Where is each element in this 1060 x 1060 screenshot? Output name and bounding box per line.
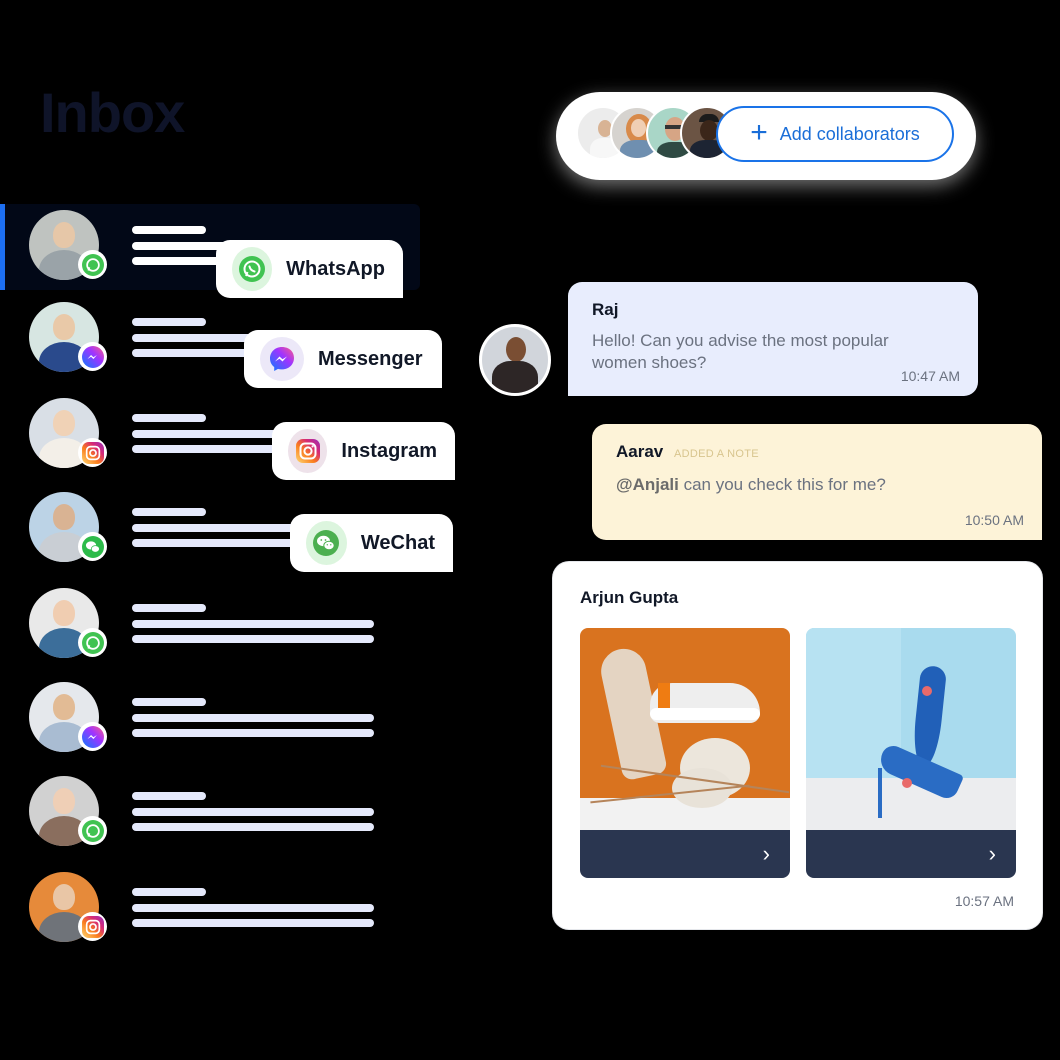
note-tag: ADDED A NOTE: [674, 448, 759, 460]
messenger-badge-icon: [78, 342, 107, 371]
wechat-icon: [306, 521, 347, 565]
whatsapp-badge-icon: [78, 250, 107, 279]
message-time: 10:50 AM: [964, 512, 1024, 528]
plus-icon: +: [750, 115, 768, 149]
product-open-button[interactable]: ›: [806, 830, 1016, 878]
note-header: Aarav ADDED A NOTE: [616, 442, 1018, 462]
product-image-sneakers: [580, 628, 790, 830]
conversation-row[interactable]: [0, 866, 420, 952]
whatsapp-icon: [232, 247, 273, 291]
inbox-title: Inbox: [40, 81, 185, 144]
raj-avatar[interactable]: [479, 324, 551, 396]
instagram-badge-icon: [78, 438, 107, 467]
chevron-right-icon: ›: [762, 841, 770, 866]
instagram-icon: [288, 429, 328, 473]
whatsapp-badge-icon: [78, 628, 107, 657]
product-open-button[interactable]: ›: [580, 830, 790, 878]
add-collaborators-label: Add collaborators: [779, 123, 920, 144]
messenger-badge-icon: [78, 722, 107, 751]
message-bubble-raj: Raj Hello! Can you advise the most popul…: [568, 282, 978, 396]
product-image-heels: [806, 628, 1016, 830]
contact-avatar: [29, 682, 99, 752]
message-time: 10:47 AM: [900, 368, 960, 384]
product-card-heels[interactable]: ›: [806, 628, 1016, 878]
note-bubble-aarav: Aarav ADDED A NOTE @Anjali can you check…: [592, 424, 1042, 540]
conversation-row[interactable]: [0, 582, 420, 668]
product-card-sneakers[interactable]: ›: [580, 628, 790, 878]
conversation-row[interactable]: [0, 770, 420, 856]
channel-chip-instagram[interactable]: Instagram: [272, 422, 455, 480]
chip-label: Messenger: [318, 347, 423, 370]
chip-label: WhatsApp: [286, 257, 385, 280]
chip-label: WeChat: [360, 531, 435, 554]
message-sender: Arjun Gupta: [580, 588, 679, 607]
chevron-right-icon: ›: [988, 841, 996, 866]
channel-chip-messenger[interactable]: Messenger: [244, 330, 442, 388]
message-text: Hello! Can you advise the most popular w…: [592, 331, 889, 372]
message-sender: Raj: [592, 300, 619, 319]
conversation-row[interactable]: [0, 392, 420, 478]
contact-avatar: [29, 588, 99, 658]
channel-chip-whatsapp[interactable]: WhatsApp: [216, 240, 403, 298]
whatsapp-badge-icon: [78, 816, 107, 845]
note-text: @Anjali can you check this for me?: [616, 474, 1018, 496]
message-time: 10:57 AM: [954, 893, 1014, 909]
message-sender: Aarav: [616, 442, 664, 461]
note-body: can you check this for me?: [678, 475, 886, 494]
product-carousel-message: Arjun Gupta › › 10:57 AM: [553, 562, 1042, 929]
conversation-row[interactable]: [0, 676, 420, 762]
add-collaborators-button[interactable]: + Add collaborators: [716, 106, 954, 162]
collaborators-bar: + Add collaborators: [556, 92, 976, 180]
wechat-badge-icon: [78, 532, 107, 561]
messenger-icon: [260, 337, 304, 381]
chip-label: Instagram: [341, 439, 437, 462]
conversation-row[interactable]: [0, 486, 420, 572]
mention-link[interactable]: @Anjali: [616, 475, 679, 494]
channel-chip-wechat[interactable]: WeChat: [290, 514, 453, 572]
instagram-badge-icon: [78, 912, 107, 941]
